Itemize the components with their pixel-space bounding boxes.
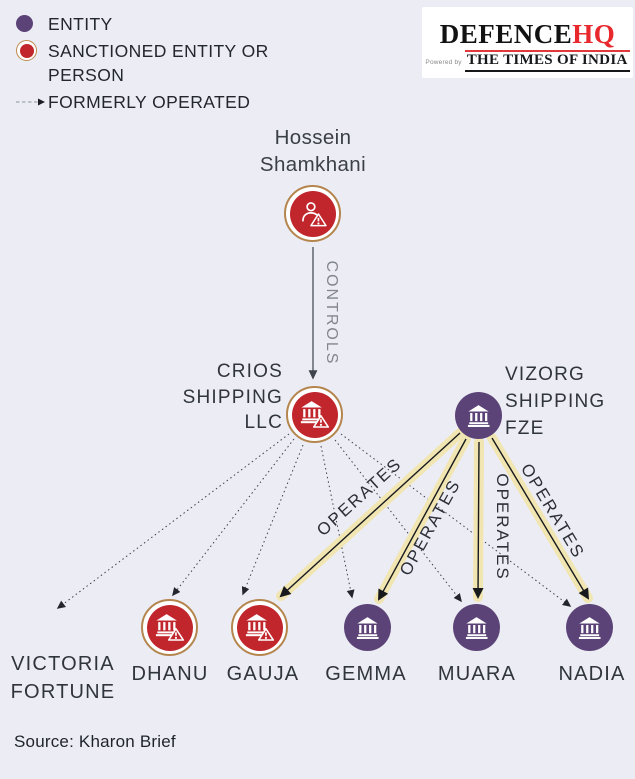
- node-label-crios: CRIOS SHIPPING LLC: [130, 359, 283, 436]
- entity-bank-icon: [566, 604, 613, 651]
- sanctioned-bank-icon: [291, 391, 338, 438]
- vizorg-line2: SHIPPING: [505, 391, 606, 412]
- sanctioned-bank-icon: [236, 604, 283, 651]
- legend-item-sanctioned: SANCTIONED ENTITY OR PERSON: [16, 39, 326, 87]
- operates-arrow-gauja: [279, 432, 461, 598]
- operates-arrow-lines: [279, 432, 590, 601]
- operates-label-muara: OPERATES: [493, 473, 512, 580]
- controls-edge-label: CONTROLS: [323, 261, 340, 366]
- vizorg-line3: FZE: [505, 418, 545, 439]
- sanctioned-ring: [286, 386, 343, 443]
- legend-entity-label: ENTITY: [48, 14, 113, 34]
- legend-sanctioned-label: SANCTIONED ENTITY OR PERSON: [48, 41, 269, 85]
- node-icon-gauja: [231, 599, 288, 656]
- sanctioned-dot-core: [19, 43, 34, 58]
- dashed-arrow-icon: [16, 98, 45, 106]
- crios-line3: LLC: [244, 412, 283, 433]
- node-label-nadia: NADIA: [558, 663, 626, 685]
- sanctioned-bank-icon: [146, 604, 193, 651]
- source-credit: Source: Kharon Brief: [14, 732, 176, 751]
- sanctioned-ring: [141, 599, 198, 656]
- controls-edge: CONTROLS: [308, 247, 340, 380]
- node-icon-hossein-shamkhani: [284, 185, 341, 242]
- formerly-operated-arrow-gemma: [320, 445, 355, 599]
- defencehq-logo: DEFENCEHQ Powered by THE TIMES OF INDIA: [422, 7, 633, 78]
- formerly-operated-arrow-dhanu: [172, 438, 295, 597]
- logo-brand-accent: HQ: [572, 18, 616, 49]
- sanctioned-person-icon: [289, 190, 336, 237]
- node-label-gauja: GAUJA: [226, 663, 300, 685]
- operates-arrow-gemma: [378, 438, 467, 601]
- crios-line1: CRIOS: [216, 361, 283, 382]
- entity-bank-icon: [344, 604, 391, 651]
- node-label-victoria-fortune: VICTORIA FORTUNE: [0, 650, 126, 706]
- legend-formerly-operated-label: FORMERLY OPERATED: [48, 92, 251, 112]
- formerly-operated-arrow-nadia: [340, 433, 572, 607]
- operates-arrow-nadia: [491, 437, 590, 600]
- operates-label-gemma: OPERATES: [396, 476, 465, 579]
- victoria-line1: VICTORIA: [11, 653, 115, 675]
- node-label-muara: MUARA: [437, 663, 517, 685]
- entity-bank-icon: [455, 392, 502, 439]
- legend-item-entity: ENTITY: [16, 12, 326, 36]
- sanctioned-ring: [284, 185, 341, 242]
- entity-bank-icon: [453, 604, 500, 651]
- hossein-line2: Shamkhani: [259, 153, 367, 176]
- node-label-vizorg: VIZORG SHIPPING FZE: [505, 361, 630, 442]
- formerly-operated-arrow-gauja: [241, 444, 304, 596]
- publisher-wordmark: THE TIMES OF INDIA: [464, 49, 630, 72]
- sanctioned-dot-icon: [16, 40, 37, 61]
- node-icon-gemma: [344, 604, 391, 651]
- powered-by-label: Powered by: [425, 58, 462, 66]
- legend: ENTITY SANCTIONED ENTITY OR PERSON FORME…: [16, 12, 326, 117]
- crios-line2: SHIPPING: [182, 386, 283, 408]
- logo-brand-primary: DEFENCE: [439, 18, 573, 49]
- node-label-gemma: GEMMA: [325, 663, 407, 685]
- formerly-operated-arrow-victoria-fortune: [56, 433, 290, 609]
- node-label-dhanu: DHANU: [131, 663, 209, 685]
- legend-item-formerly-operated: FORMERLY OPERATED: [16, 90, 326, 114]
- operates-arrow-muara: [472, 441, 484, 599]
- node-icon-dhanu: [141, 599, 198, 656]
- sanctioned-ring: [231, 599, 288, 656]
- logo-publisher-row: Powered by THE TIMES OF INDIA: [425, 49, 630, 72]
- node-icon-nadia: [566, 604, 613, 651]
- node-icon-vizorg: [455, 392, 502, 439]
- hossein-line1: Hossein: [274, 126, 352, 149]
- victoria-line2: FORTUNE: [10, 681, 116, 703]
- logo-wordmark: DEFENCEHQ: [440, 20, 616, 48]
- node-label-hossein-shamkhani: Hossein Shamkhani: [193, 124, 433, 178]
- formerly-operated-edges: [56, 433, 572, 609]
- node-icon-muara: [453, 604, 500, 651]
- vizorg-line1: VIZORG: [505, 364, 586, 385]
- node-icon-crios: [286, 386, 343, 443]
- entity-dot-icon: [16, 15, 33, 32]
- operates-edges: OPERATES OPERATES OPERATES OPERATES: [276, 428, 593, 604]
